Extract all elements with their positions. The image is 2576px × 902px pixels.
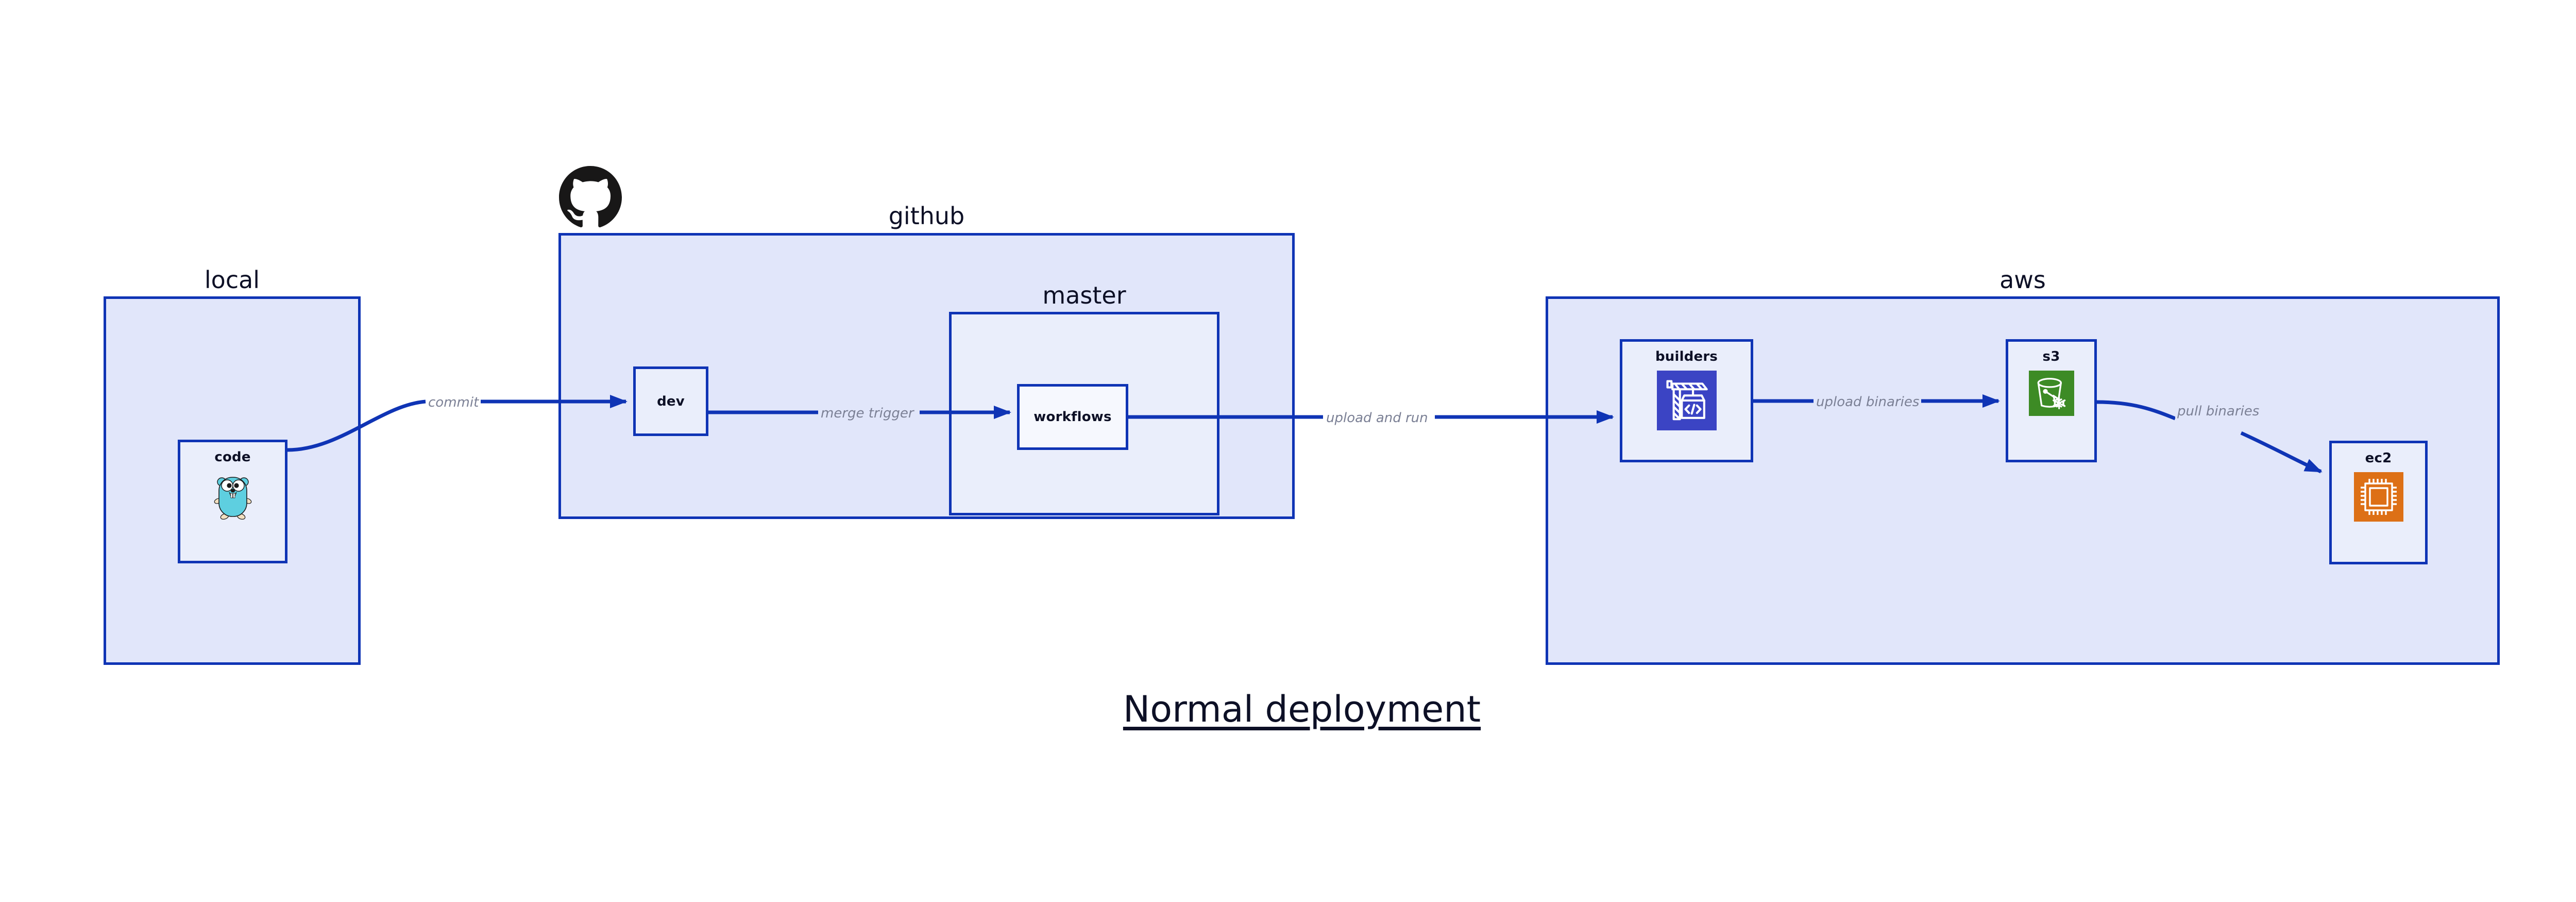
node-code[interactable]: code <box>178 440 287 563</box>
edge-label-pull-binaries: pull binaries <box>2175 405 2262 418</box>
node-builders[interactable]: builders <box>1620 339 1753 462</box>
go-gopher-icon <box>214 471 252 523</box>
group-title-local: local <box>204 266 260 294</box>
group-title-master: master <box>1042 281 1126 309</box>
edge-label-upload-and-run: upload and run <box>1324 411 1430 425</box>
page-title: Normal deployment <box>0 688 2576 730</box>
node-builders-label: builders <box>1655 349 1718 364</box>
ec2-chip-icon <box>2353 472 2403 524</box>
edge-label-commit: commit <box>426 396 481 409</box>
s3-bucket-glacier-icon <box>2028 371 2074 418</box>
node-dev-label: dev <box>657 393 685 409</box>
github-octocat-icon <box>558 166 622 229</box>
node-workflows-label: workflows <box>1033 409 1112 425</box>
group-title-aws: aws <box>1999 266 2046 294</box>
node-s3[interactable]: s3 <box>2006 339 2097 462</box>
node-s3-label: s3 <box>2042 349 2060 364</box>
page-title-text: Normal deployment <box>1123 688 1481 730</box>
edge-label-merge-trigger: merge trigger <box>819 407 916 420</box>
node-dev[interactable]: dev <box>633 366 708 436</box>
edge-label-upload-binaries: upload binaries <box>1814 395 1922 409</box>
node-code-label: code <box>214 449 251 465</box>
node-ec2[interactable]: ec2 <box>2329 441 2428 564</box>
node-workflows[interactable]: workflows <box>1017 384 1128 450</box>
group-title-github: github <box>888 202 965 230</box>
node-ec2-label: ec2 <box>2365 450 2392 466</box>
crane-code-icon <box>1656 371 1717 432</box>
